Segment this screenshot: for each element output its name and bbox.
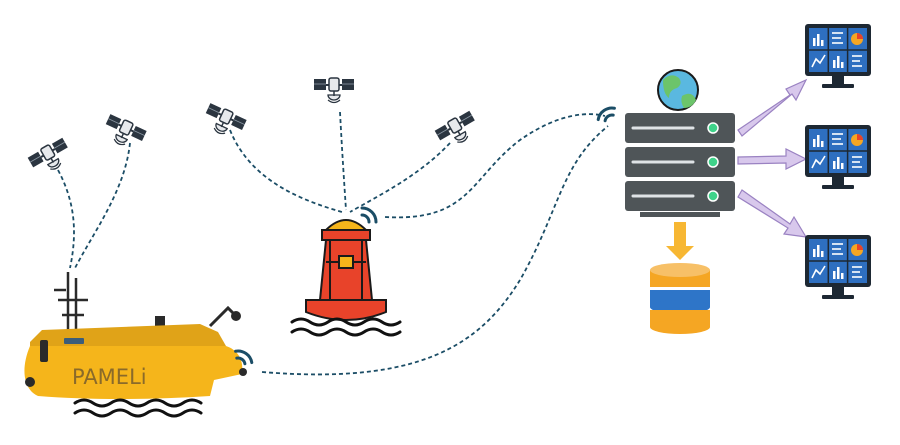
buoy-waves <box>290 317 402 337</box>
satellite-icon <box>26 135 76 180</box>
vessel-display <box>64 338 84 344</box>
dashboard-monitor-icon <box>804 23 872 89</box>
server-unit <box>623 111 737 145</box>
link-buoy-server <box>384 113 606 219</box>
vessel-waves <box>73 398 203 418</box>
buoy-tower <box>318 239 374 301</box>
buoy-top <box>321 229 371 241</box>
monitors <box>804 23 872 300</box>
server-signal-icon <box>596 104 616 124</box>
autonomous-surface-vessel-icon: PAMELi <box>24 272 247 399</box>
vessel-deck <box>30 324 226 346</box>
server-unit <box>623 179 737 213</box>
vessel-mast <box>54 272 88 330</box>
arrow-server-database <box>666 222 694 260</box>
buoy-signal-icon <box>360 206 378 224</box>
satellite-icon <box>313 77 355 104</box>
communication-links <box>57 111 609 376</box>
vessel-sensor <box>155 316 165 330</box>
vessel-side-rail <box>40 340 48 362</box>
globe-icon <box>657 69 699 111</box>
link-satellite-1-vessel <box>57 169 75 269</box>
database-icon <box>650 263 710 334</box>
dashboard-monitor-icon <box>804 124 872 190</box>
buoy-icon <box>305 219 387 321</box>
satellite-icon <box>433 108 483 153</box>
satellite-icon <box>99 112 149 154</box>
vessel-thruster <box>25 377 35 387</box>
server-feet <box>640 212 720 217</box>
buoy-light <box>338 255 354 269</box>
satellite-icon <box>199 101 249 143</box>
vessel-thruster <box>239 368 247 376</box>
dashboard-monitor-icon <box>804 234 872 300</box>
server-unit <box>623 145 737 179</box>
arrow-to-monitor-2 <box>737 148 808 170</box>
buoy-base <box>305 299 387 321</box>
server-rack-icon <box>623 111 737 217</box>
vessel-label: PAMELi <box>72 365 147 389</box>
link-satellite-3-buoy <box>229 129 343 213</box>
vessel-arm-head <box>231 311 241 321</box>
link-satellite-5-buoy <box>349 142 451 213</box>
link-satellite-4-buoy <box>339 111 347 211</box>
arrow-to-monitor-1 <box>737 78 808 137</box>
vessel-hull <box>24 346 243 399</box>
arrow-to-monitor-3 <box>737 189 808 238</box>
arrows-server-monitors <box>737 78 808 238</box>
satellites <box>26 77 483 180</box>
link-vessel-server <box>261 125 609 376</box>
link-satellite-2-vessel <box>74 142 131 269</box>
buoy-cap <box>323 219 369 231</box>
